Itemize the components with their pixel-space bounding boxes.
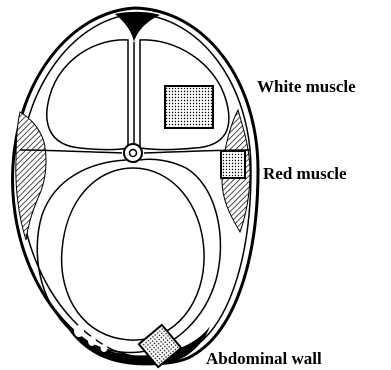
ventral-spot-1 — [74, 325, 84, 337]
ventral-spot-3 — [101, 344, 108, 352]
red-muscle-label: Red muscle — [263, 165, 347, 182]
white-muscle-label: White muscle — [257, 78, 356, 95]
abdominal-wall-label: Abdominal wall — [206, 350, 322, 367]
neural-canal — [130, 150, 137, 157]
body-cavity — [62, 168, 204, 340]
red-muscle-sample — [221, 151, 245, 178]
ventral-spot-2 — [88, 336, 96, 346]
white-muscle-sample — [165, 86, 213, 128]
